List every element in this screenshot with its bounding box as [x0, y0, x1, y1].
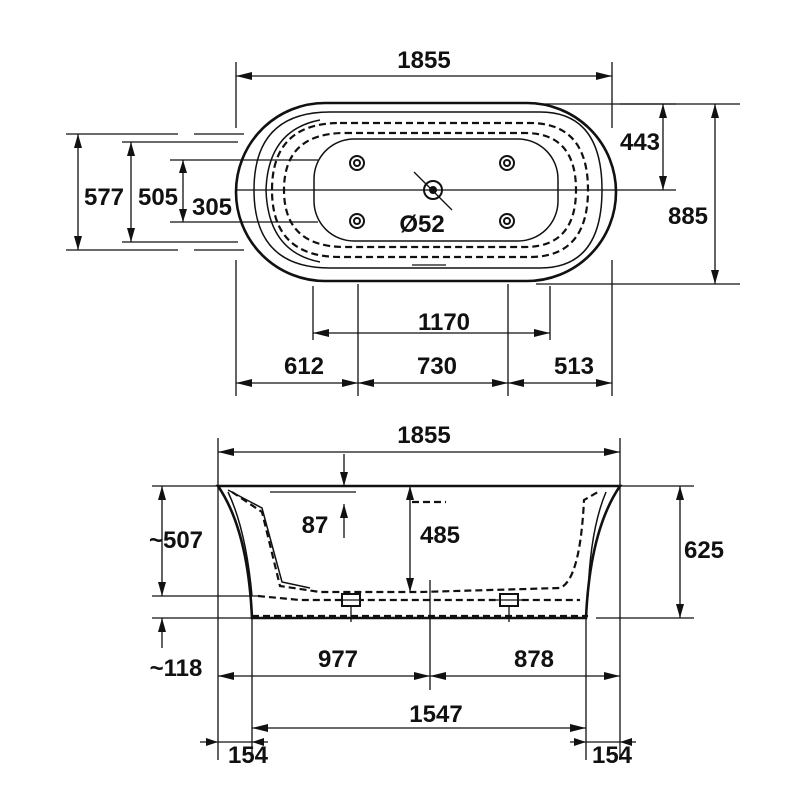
- top-segment-513: 513: [554, 353, 594, 380]
- tub-outer-rim: [234, 101, 618, 283]
- side-foot-left-154: 154: [228, 742, 269, 769]
- side-view: 1855 87 485 ~507 625 ~118: [149, 422, 724, 769]
- tub-basin-floor-dashed: [257, 594, 580, 602]
- tub-side-profile: [215, 484, 623, 620]
- drain-icon: [413, 171, 453, 211]
- top-width-305: 305: [192, 194, 232, 221]
- tub-basin-dashed: [231, 491, 599, 594]
- top-segment-612: 612: [284, 353, 324, 380]
- side-depth-485: 485: [420, 522, 460, 549]
- side-base-1547: 1547: [409, 701, 462, 728]
- side-foot-right-154: 154: [592, 742, 633, 769]
- tub-backrest-contour: [227, 489, 311, 589]
- top-width-505: 505: [138, 184, 178, 211]
- top-right-offset: 443: [620, 129, 660, 156]
- side-rim-87: 87: [302, 512, 329, 539]
- drain-fitting-icon: [496, 593, 522, 622]
- top-segment-730: 730: [417, 353, 457, 380]
- top-length-1170: 1170: [418, 309, 470, 336]
- drain-diameter: Ø52: [399, 211, 444, 238]
- side-overall-length: 1855: [397, 422, 450, 449]
- side-height-625: 625: [684, 537, 724, 564]
- top-overall-width: 885: [668, 203, 708, 230]
- jet-icon: [349, 155, 365, 171]
- jet-icon: [499, 213, 515, 229]
- tub-rim-contour: [265, 119, 321, 263]
- tub-basin-dashed-inner: [282, 131, 578, 249]
- tub-inner-rim: [253, 111, 603, 269]
- drain-fitting-icon: [338, 593, 364, 622]
- side-segment-977: 977: [318, 646, 358, 673]
- side-approx-507: ~507: [149, 527, 203, 554]
- side-segment-878: 878: [514, 646, 554, 673]
- jet-icon: [349, 213, 365, 229]
- tub-inner-wall-right: [587, 491, 607, 597]
- tub-basin-dashed-outer: [270, 121, 590, 259]
- top-width-577: 577: [84, 184, 124, 211]
- top-view: 1855 443 885 577 505: [66, 47, 740, 396]
- jet-icon: [499, 155, 515, 171]
- side-approx-118: ~118: [150, 655, 203, 682]
- tub-inner-wall-left: [227, 491, 253, 597]
- top-overall-length: 1855: [397, 47, 450, 74]
